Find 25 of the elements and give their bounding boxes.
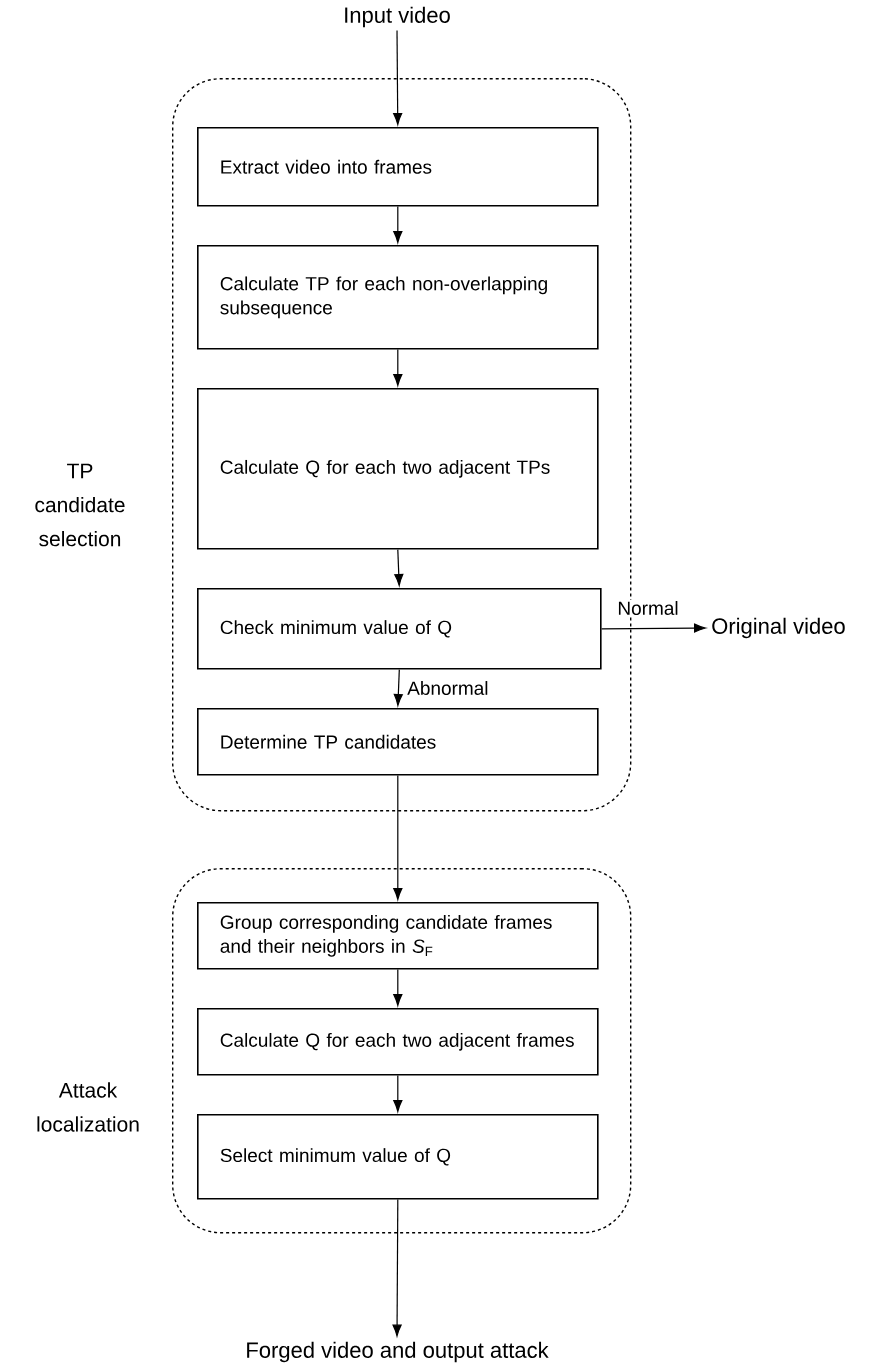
- edge-label: Abnormal: [406, 680, 490, 696]
- arrow: [392, 1199, 402, 1337]
- process-box: Determine TP candidates: [197, 708, 599, 776]
- arrow: [394, 549, 404, 586]
- arrow: [393, 775, 403, 900]
- process-box: Extract video into frames: [197, 127, 599, 207]
- process-box: Select minimum value of Q: [197, 1114, 599, 1200]
- group-heading: TP candidate selection: [35, 463, 125, 547]
- arrow: [393, 29, 403, 125]
- arrow: [393, 969, 403, 1006]
- terminal-text: Original video: [712, 617, 845, 639]
- arrow: [393, 206, 403, 243]
- terminal-text: Forged video and output attack: [247, 1341, 549, 1363]
- arrow: [393, 669, 403, 706]
- terminal-text: Input video: [345, 6, 450, 28]
- process-box: Calculate TP for each non-overlapping subsequence: [197, 245, 599, 350]
- group-heading: Attack localization: [37, 1082, 139, 1132]
- process-box: Check minimum value of Q: [197, 588, 602, 670]
- process-box: Calculate Q for each two adjacent TPs: [197, 388, 599, 550]
- process-box: Group corresponding candidate frames and their neighbors in S$_{F}$: [197, 902, 599, 970]
- arrow: [393, 1075, 403, 1112]
- process-box: Calculate Q for each two adjacent frames: [197, 1008, 599, 1076]
- arrow: [601, 623, 706, 633]
- edge-label: Normal: [616, 600, 680, 616]
- arrow: [393, 349, 403, 386]
